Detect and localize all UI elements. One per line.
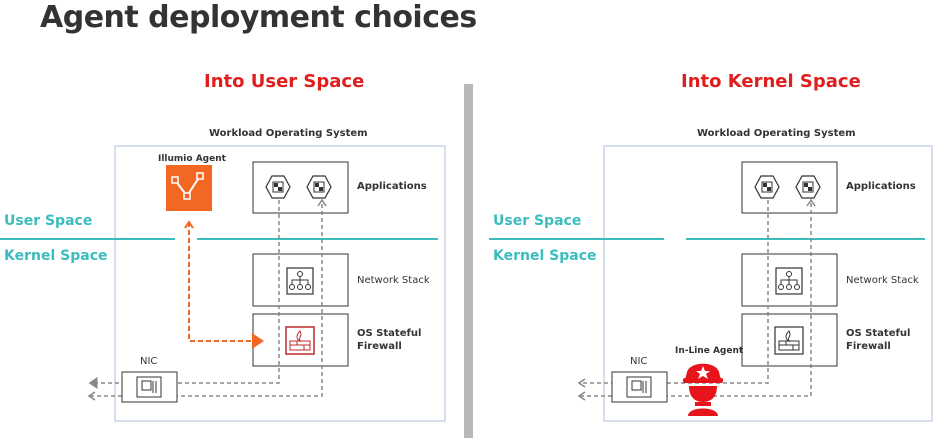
left-agent-label: Illumio Agent (158, 154, 226, 164)
right-firewall-label-1: OS Stateful (846, 328, 911, 339)
right-kernel-space-label: Kernel Space (493, 248, 597, 264)
right-app-icon-2 (795, 175, 821, 199)
left-app-icon-1 (265, 175, 291, 199)
left-network-stack-label: Network Stack (357, 275, 430, 286)
right-agent-label: In-Line Agent (675, 346, 744, 356)
right-user-space-label: User Space (493, 213, 582, 229)
left-firewall-label-1: OS Stateful (357, 328, 422, 339)
right-nic-label: NIC (630, 356, 648, 367)
right-os-label: Workload Operating System (697, 128, 856, 139)
left-applications-label: Applications (357, 181, 427, 192)
right-os-box (603, 145, 933, 422)
left-os-label: Workload Operating System (209, 128, 368, 139)
right-applications-label: Applications (846, 181, 916, 192)
center-divider (464, 84, 473, 438)
left-kernel-space-label: Kernel Space (4, 248, 108, 264)
left-firewall-label-2: Firewall (357, 341, 402, 352)
right-heading: Into Kernel Space (681, 71, 861, 92)
left-diagram (0, 145, 446, 422)
left-app-icon-2 (306, 175, 332, 199)
left-user-space-label: User Space (4, 213, 93, 229)
right-firewall-icon (774, 326, 804, 355)
right-diagram (489, 145, 933, 422)
left-network-icon (286, 267, 314, 295)
right-firewall-label-2: Firewall (846, 341, 891, 352)
left-heading: Into User Space (204, 71, 365, 92)
page-title: Agent deployment choices (40, 0, 477, 35)
right-network-stack-label: Network Stack (846, 275, 919, 286)
right-inline-agent-icon (683, 363, 723, 416)
left-firewall-icon (285, 326, 315, 355)
left-agent-box (166, 165, 212, 211)
right-network-icon (775, 267, 803, 295)
left-nic-label: NIC (140, 356, 158, 367)
left-os-box (114, 145, 446, 422)
right-app-icon-1 (754, 175, 780, 199)
